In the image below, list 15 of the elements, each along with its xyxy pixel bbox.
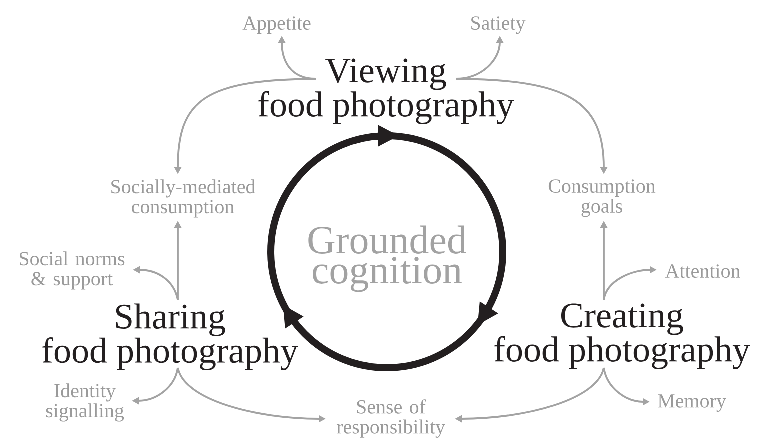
outcome-label: Identity signalling (46, 384, 124, 422)
outcome-label: Attention (665, 264, 740, 278)
outcome-label: Appetite (242, 16, 311, 34)
outcome-label: Sense of responsibility (336, 400, 446, 438)
outcome-label: Social norms & support (20, 252, 125, 290)
stage-subtitle: food photography (494, 336, 750, 370)
stage-title: Creating (562, 304, 684, 336)
outcome-label: Socially-mediated consumption (112, 180, 256, 218)
stage-subtitle: food photography (42, 337, 298, 371)
stage-subtitle: food photography (258, 91, 514, 124)
stage-title: Viewing (326, 58, 446, 90)
outcome-label: Memory (658, 394, 726, 412)
stage-title: Sharing (116, 304, 226, 336)
outcome-label: Satiety (472, 16, 526, 34)
outcome-label: Consumption goals (548, 180, 656, 218)
